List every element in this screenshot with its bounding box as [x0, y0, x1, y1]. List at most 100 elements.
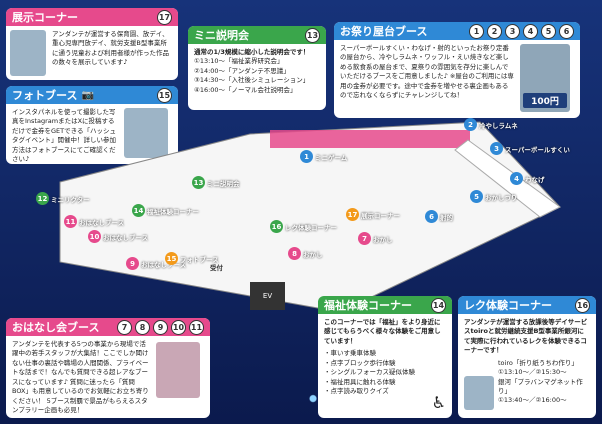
camera-icon: 📷 [81, 89, 94, 101]
talk-corner-header: おはなし会ブース 7 8 9 10 11 [6, 318, 210, 336]
exhibit-number: 17 [157, 9, 172, 25]
map-label-16: レク体験コーナー [285, 224, 337, 232]
welfare-list: ・車いす乗車体験 ・点字ブロック歩行体験 ・シングルフォーカス疑似体験 ・福祉用… [324, 349, 446, 396]
map-marker-11: 11 [64, 215, 77, 228]
talk-number: 9 [153, 319, 168, 335]
exhibit-text: アンダンテが運営する保育園、放デイ、重心児専門放デイ、就労支援B型事業所に通う児… [52, 30, 169, 67]
elevator: EV [250, 282, 285, 310]
list-item: ①13:40～／②16:00～ [498, 396, 567, 405]
map-label-8: おかし [303, 251, 323, 259]
talk-corner-title: おはなし会ブース [12, 321, 100, 334]
stalls-number: 3 [505, 23, 520, 39]
map-marker-6: 6 [425, 210, 438, 223]
talk-number: 10 [171, 319, 186, 335]
wheelchair-icon: ♿ [431, 393, 446, 412]
reception-label: 受付 [210, 264, 223, 272]
welfare-header: 福祉体験コーナー 14 [318, 296, 452, 314]
rec-number: 16 [575, 297, 590, 313]
map-label-11: おはなしブース [79, 219, 125, 227]
stalls-title: お祭り屋台ブース [340, 25, 428, 38]
stalls-number: 1 [469, 23, 484, 39]
stalls-number: 2 [487, 23, 502, 39]
welfare-title: 福祉体験コーナー [324, 299, 412, 312]
talk-number: 8 [135, 319, 150, 335]
mini-talk-number: 13 [305, 27, 320, 43]
map-marker-15: 15 [165, 252, 178, 265]
rec-header: レク体験コーナー 16 [458, 296, 596, 314]
welfare-panel: 福祉体験コーナー 14 このコーナーでは「福祉」をより身近に感じてもらうべく様々… [318, 296, 452, 418]
list-item: ・点字読み取りクイズ [324, 386, 389, 395]
map-marker-17: 17 [346, 208, 359, 221]
rec-panel: レク体験コーナー 16 アンダンテが運営する放課後等デイサービスtoiroと就労… [458, 296, 596, 418]
exhibit-panel: 展示コーナー 17 アンダンテが運営する保育園、放デイ、重心児専門放デイ、就労支… [6, 8, 178, 80]
list-item: 銀河「プラバンマグネット作り」 [498, 377, 583, 395]
list-item: toiro「折り紙うちわ作り」 [498, 358, 578, 367]
map-marker-8: 8 [288, 247, 301, 260]
map-marker-14: 14 [132, 204, 145, 217]
stalls-header: お祭り屋台ブース 1 2 3 4 5 6 [334, 22, 580, 40]
map-label-6: 射的 [440, 214, 453, 222]
stalls-text: スーパーボールすくい・わなげ・射的といったお祭り定番の屋台から、冷やしラムネ・ワ… [340, 44, 514, 100]
photobooth-text: インスタパネルを使って撮影した写真をInstagramまたはXに投稿するだけで金… [12, 108, 116, 164]
floor-map: EV 受付 1 ミニゲーム 2 冷やしラムネ 3 スーパーボールすくい 4 わな… [0, 112, 602, 317]
list-item: ②14:00～「アンダンテ不思議」 [194, 66, 290, 75]
map-label-2: 冷やしラムネ [479, 122, 518, 130]
map-label-13: ミニ説明会 [207, 180, 240, 188]
list-item: ③14:30～「入社後シミュレーション」 [194, 76, 310, 85]
ticket-photo: 100円 [520, 44, 570, 112]
map-marker-16: 16 [270, 220, 283, 233]
photobooth-number: 15 [157, 87, 172, 103]
list-item: ・点字ブロック歩行体験 [324, 358, 396, 367]
list-item: ①13:10～「福祉業界研究会」 [194, 57, 284, 66]
mini-talk-title: ミニ説明会 [194, 29, 249, 42]
map-marker-12: 12 [36, 192, 49, 205]
list-item: ④16:00～「ノーマル会社説明会」 [194, 85, 297, 94]
mini-talk-body: 通常の1/3規模に縮小した説明会です！ ①13:10～「福祉業界研究会」 ②14… [188, 44, 326, 99]
rec-title: レク体験コーナー [464, 299, 552, 312]
rec-body: アンダンテが運営する放課後等デイサービスtoiroと就労継続支援B型事業所銀河に… [458, 314, 596, 410]
map-marker-13: 13 [192, 176, 205, 189]
talk-corner-text: アンダンテを代表する5つの事業から現場で活躍中の若手スタッフが大集結！ここでしか… [12, 340, 149, 414]
map-label-1: ミニゲーム [315, 154, 348, 162]
welfare-number: 14 [431, 297, 446, 313]
mini-talk-intro: 通常の1/3規模に縮小した説明会です！ [194, 48, 310, 56]
list-item: ・福祉用具に触れる体験 [324, 377, 396, 386]
map-label-4: わなげ [525, 176, 545, 184]
map-marker-3: 3 [490, 142, 503, 155]
talk-number: 7 [117, 319, 132, 335]
map-marker-4: 4 [510, 172, 523, 185]
welfare-body: このコーナーでは「福祉」をより身近に感じてもらうべく様々な体験をご用意しています… [318, 314, 452, 400]
map-label-9: おはなしブース [141, 261, 187, 269]
map-label-5: おかしつり [485, 194, 518, 202]
stalls-number: 6 [559, 23, 574, 39]
map-label-17: 展示コーナー [361, 212, 400, 220]
rec-photo [464, 376, 494, 410]
map-marker-9: 9 [126, 257, 139, 270]
mini-talk-panel: ミニ説明会 13 通常の1/3規模に縮小した説明会です！ ①13:10～「福祉業… [188, 26, 326, 110]
photobooth-panel: フォトブース 📷 15 インスタパネルを使って撮影した写真をInstagramま… [6, 86, 178, 164]
photobooth-photo [124, 108, 168, 158]
floor-outline [59, 121, 561, 313]
talk-corner-panel: おはなし会ブース 7 8 9 10 11 アンダンテを代表する5つの事業から現場… [6, 318, 210, 418]
map-label-3: スーパーボールすくい [505, 146, 570, 154]
map-label-7: おかし [373, 236, 393, 244]
map-marker-10: 10 [88, 230, 101, 243]
map-marker-5: 5 [470, 190, 483, 203]
list-item: ・シングルフォーカス疑似体験 [324, 368, 415, 377]
map-label-15: フォトブース [180, 256, 219, 264]
map-marker-2: 2 [464, 118, 477, 131]
exhibit-photo [10, 30, 46, 76]
rec-text: アンダンテが運営する放課後等デイサービスtoiroと就労継続支援B型事業所銀河に… [464, 318, 588, 355]
map-label-14: 福祉体験コーナー [147, 208, 199, 216]
map-marker-1: 1 [300, 150, 313, 163]
photobooth-title: フォトブース [12, 89, 78, 102]
mini-talk-header: ミニ説明会 13 [188, 26, 326, 44]
map-marker-7: 7 [358, 232, 371, 245]
map-label-12: ミニリクター [51, 196, 90, 204]
exhibit-header: 展示コーナー 17 [6, 8, 178, 26]
list-item: ①13:10～／②15:30～ [498, 368, 567, 377]
list-item: ・車いす乗車体験 [324, 349, 376, 358]
welfare-intro: このコーナーでは「福祉」をより身近に感じてもらうべく様々な体験をご用意しています… [324, 318, 441, 345]
rec-list: toiro「折り紙うちわ作り」 ①13:10～／②15:30～ 銀河「プラバンマ… [498, 359, 590, 406]
map-label-10: おはなしブース [103, 234, 149, 242]
